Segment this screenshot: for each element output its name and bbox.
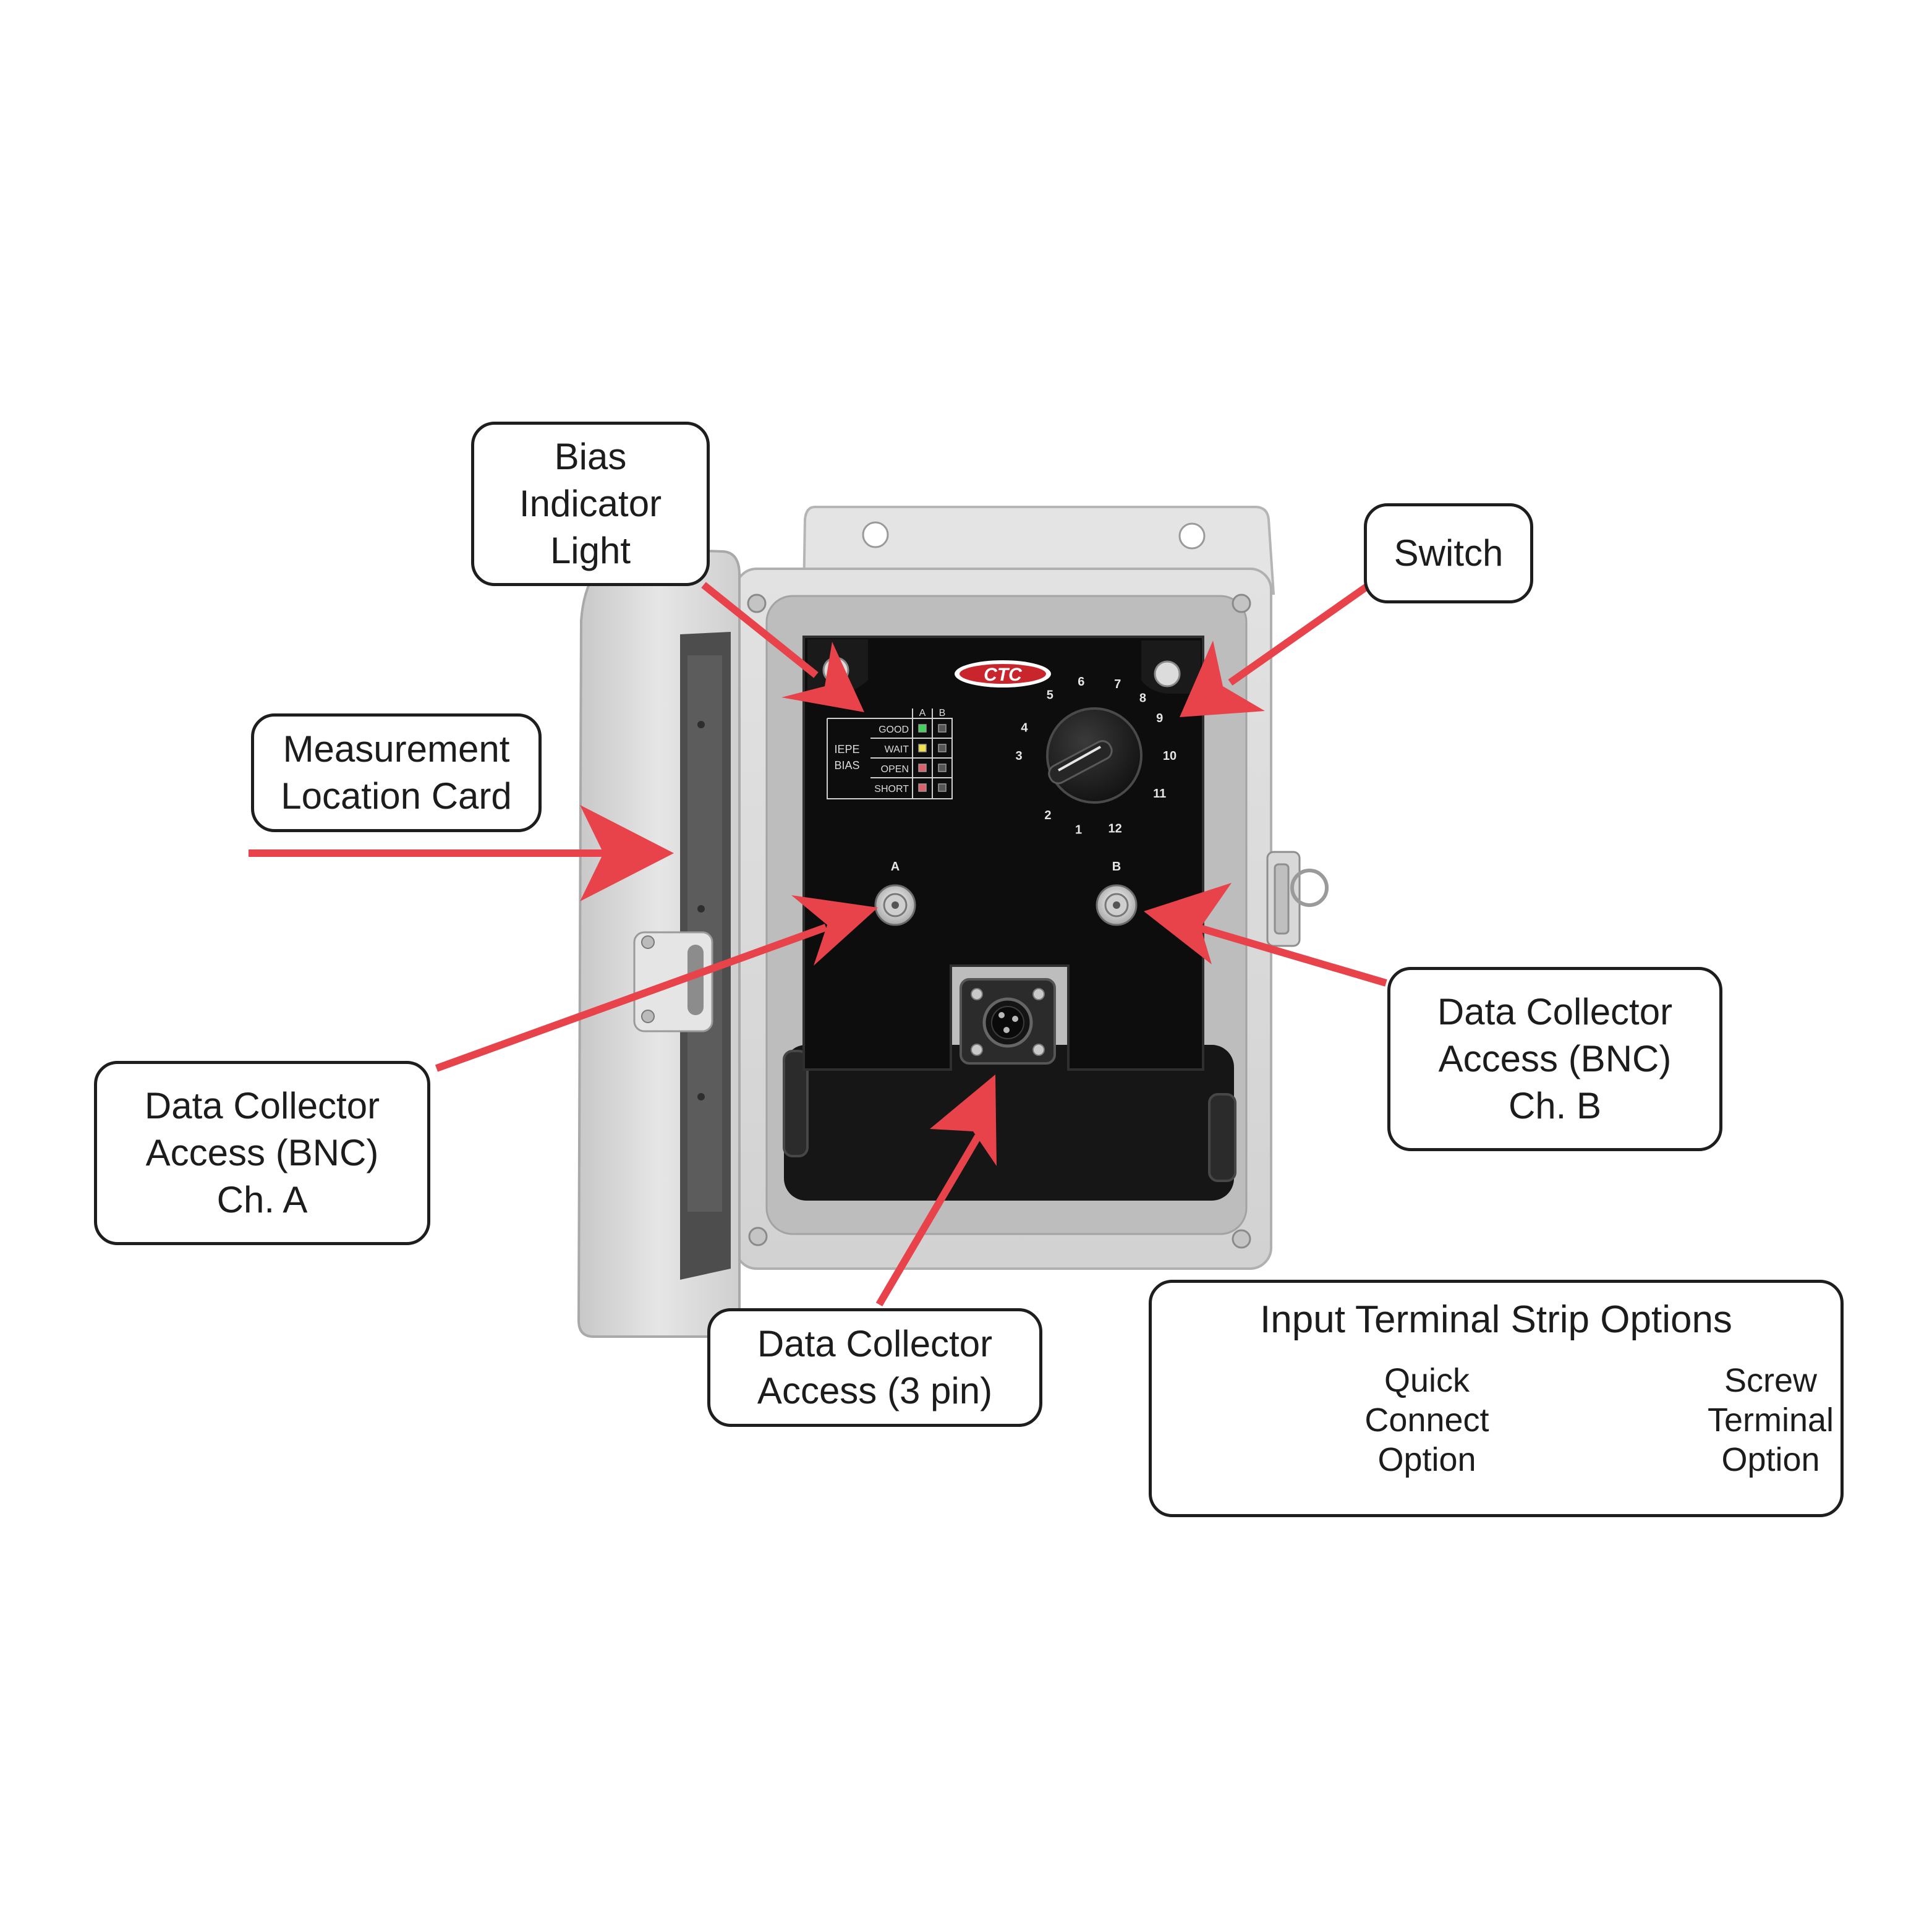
enclosure-latch — [1266, 851, 1329, 947]
dial-number: 7 — [1114, 678, 1121, 691]
led-row-short: SHORT — [874, 784, 909, 794]
led-short-b — [938, 783, 947, 792]
callout-line: Indicator — [519, 483, 662, 524]
callout-line: Data Collector — [1437, 991, 1673, 1032]
callout-line: Ch. B — [1508, 1085, 1602, 1126]
led-open-b — [938, 764, 947, 772]
panel-screw-right — [1154, 660, 1181, 687]
switch-pointer — [1048, 740, 1113, 785]
callout-measurement-location-card: Measurement Location Card — [251, 713, 542, 832]
led-table: A B IEPE BIAS GOOD WAIT OPEN SHORT — [827, 708, 953, 799]
callout-line: Access (BNC) — [145, 1132, 379, 1173]
dial-number: 12 — [1108, 822, 1121, 835]
dial-number: 8 — [1139, 692, 1146, 705]
callout-switch: Switch — [1364, 503, 1533, 603]
led-wait-b — [938, 744, 947, 752]
option-line: Terminal — [1707, 1402, 1834, 1439]
callout-line: Switch — [1394, 532, 1504, 574]
bias-label: BIAS — [834, 759, 859, 772]
panel-bracket — [784, 1045, 1234, 1201]
dial-number: 6 — [1078, 675, 1084, 689]
dial-number: 4 — [1021, 721, 1028, 734]
dial-number: 2 — [1044, 809, 1051, 822]
callout-bias-indicator-light: Bias Indicator Light — [471, 422, 710, 586]
led-col-b-label: B — [939, 708, 946, 718]
callout-line: Data Collector — [144, 1085, 380, 1126]
bracket-bolts — [783, 1050, 1236, 1182]
led-good-a — [918, 724, 927, 733]
front-panel: CTC A B IEPE BIAS GOOD WAIT OPEN SHORT — [802, 636, 1204, 1071]
bnc-a-label: A — [891, 860, 900, 874]
option-line: Quick — [1384, 1362, 1470, 1399]
quick-connect-option-label: Quick Connect Option — [1362, 1361, 1492, 1479]
ctc-logo-text: CTC — [984, 665, 1023, 685]
led-row-wait: WAIT — [885, 744, 909, 755]
arrow-bnc-a — [435, 895, 878, 1072]
callout-bnc-ch-b: Data Collector Access (BNC) Ch. B — [1387, 967, 1722, 1151]
callout-line: Bias — [554, 436, 627, 477]
callout-line: Data Collector — [757, 1323, 993, 1364]
terminal-strip-options-box: Input Terminal Strip Options Quick Conne… — [1149, 1280, 1844, 1517]
callout-line: Ch. A — [216, 1179, 308, 1220]
arrow-bias-indicator — [701, 582, 864, 712]
iepe-label: IEPE — [834, 743, 859, 755]
bnc-b-label: B — [1112, 860, 1121, 874]
led-good-b — [938, 724, 947, 733]
dial-number: 1 — [1075, 823, 1082, 836]
led-short-a — [918, 783, 927, 792]
led-wait-a — [918, 744, 927, 752]
screw-terminal-option-label: Screw Terminal Option — [1706, 1361, 1836, 1479]
ctc-logo: CTC — [955, 660, 1051, 687]
dial-number: 11 — [1153, 787, 1166, 801]
led-row-open: OPEN — [881, 764, 909, 775]
corner-screws — [747, 594, 1251, 1249]
callout-line: Light — [550, 530, 631, 571]
bnc-connector-b[interactable] — [1096, 884, 1138, 926]
led-open-a — [918, 764, 927, 772]
callout-arrows — [249, 582, 1387, 1307]
dial-number: 10 — [1163, 749, 1177, 763]
dial-number: 5 — [1047, 688, 1053, 702]
option-line: Connect — [1364, 1402, 1489, 1439]
option-line: Screw — [1724, 1362, 1818, 1399]
option-line: Option — [1377, 1441, 1476, 1478]
mounting-hole-right — [1178, 522, 1206, 550]
mounting-hole-left — [862, 521, 889, 548]
dial-number: 9 — [1156, 712, 1163, 725]
callout-line: Access (3 pin) — [757, 1370, 993, 1411]
callout-line: Access (BNC) — [1438, 1038, 1672, 1079]
led-col-a-label: A — [919, 708, 926, 718]
terminal-strip-title: Input Terminal Strip Options — [1260, 1298, 1732, 1341]
callout-three-pin: Data Collector Access (3 pin) — [707, 1308, 1042, 1427]
dial-number: 3 — [1015, 749, 1022, 763]
enclosure-door[interactable] — [577, 547, 741, 1338]
led-row-good: GOOD — [879, 725, 909, 735]
callout-line: Location Card — [281, 775, 512, 817]
arrow-bnc-b — [1144, 883, 1387, 987]
callout-bnc-ch-a: Data Collector Access (BNC) Ch. A — [94, 1061, 430, 1245]
bnc-connector-a[interactable] — [874, 884, 916, 926]
arrow-switch — [1180, 583, 1370, 717]
option-line: Option — [1721, 1441, 1820, 1478]
callout-line: Measurement — [283, 728, 510, 770]
arrow-three-pin — [875, 1075, 997, 1307]
arrow-measurement-card — [249, 805, 674, 901]
three-pin-connector[interactable] — [960, 978, 1056, 1065]
